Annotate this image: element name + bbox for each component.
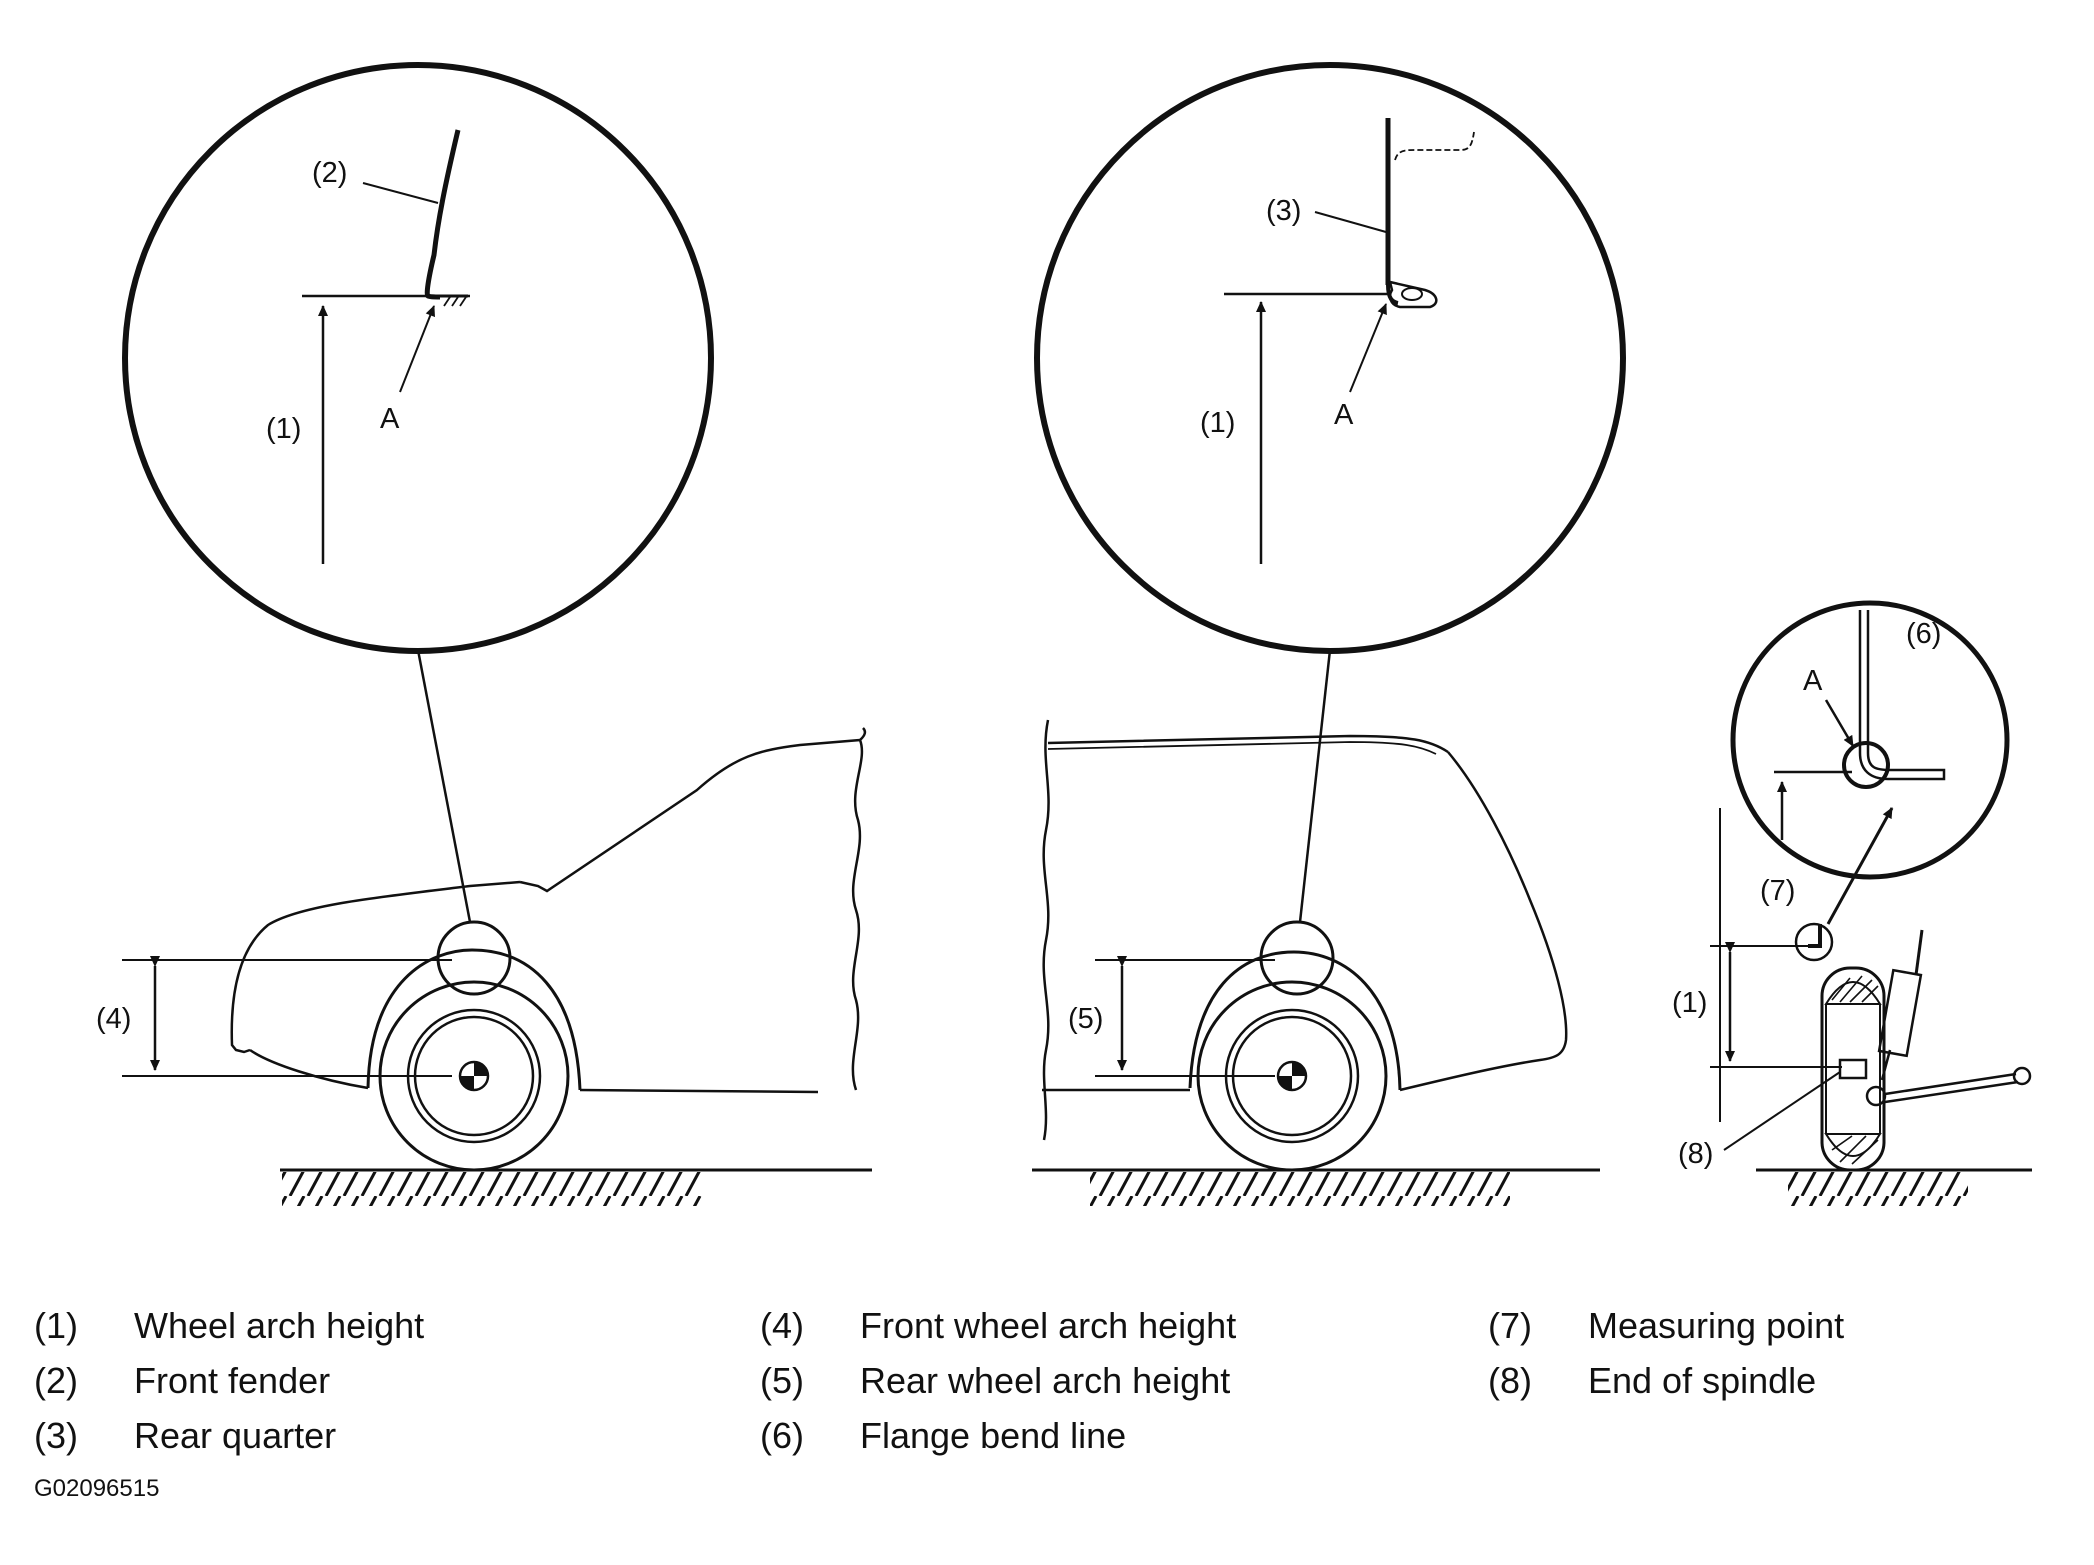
rear-body-outline bbox=[1399, 751, 1568, 1092]
rear-quarter-detail bbox=[1034, 62, 1626, 654]
callout-flange-num: (6) bbox=[1906, 618, 1941, 650]
callout-spindle-num: (8) bbox=[1678, 1138, 1713, 1170]
callout-rear-quarter-num: (3) bbox=[1266, 195, 1301, 227]
rear-detail-leader-3 bbox=[1314, 211, 1387, 233]
callout-wheel-arch-num-b: (1) bbox=[1200, 407, 1235, 439]
legend-item-text: Rear wheel arch height bbox=[860, 1360, 1231, 1401]
legend-column-3: (7) Measuring point (8) End of spindle bbox=[1488, 1298, 1844, 1408]
legend-item: (5) Rear wheel arch height bbox=[760, 1353, 1236, 1408]
legend-item-number: (2) bbox=[34, 1360, 78, 1401]
flange-detail bbox=[1730, 600, 2010, 880]
legend-item: (8) End of spindle bbox=[1488, 1353, 1844, 1408]
callout-front-arch-num: (4) bbox=[96, 1003, 131, 1035]
legend-item: (2) Front fender bbox=[34, 1353, 424, 1408]
rear-ground-hatch bbox=[1090, 1172, 1510, 1206]
legend-item: (6) Flange bend line bbox=[760, 1408, 1236, 1463]
callout-point-a-3: A bbox=[1803, 665, 1823, 697]
legend-item-number: (7) bbox=[1488, 1305, 1532, 1346]
rear-inspection-circle bbox=[1259, 920, 1335, 996]
front-fender-flange bbox=[424, 129, 461, 300]
legend-item-number: (3) bbox=[34, 1415, 78, 1456]
legend-item-number: (8) bbox=[1488, 1360, 1532, 1401]
front-view bbox=[122, 649, 872, 1206]
front-detail-circle bbox=[122, 62, 714, 654]
flange-point-a-arrow bbox=[1824, 699, 1855, 747]
rear-leader-line bbox=[1298, 649, 1332, 923]
legend-item-text: Wheel arch height bbox=[134, 1305, 425, 1346]
legend-item-text: Front wheel arch height bbox=[860, 1305, 1237, 1346]
legend-item-text: Rear quarter bbox=[134, 1415, 337, 1456]
figure-code: G02096515 bbox=[34, 1475, 160, 1502]
callout-point-a-2: A bbox=[1334, 399, 1354, 431]
front-body-outline bbox=[519, 727, 867, 893]
legend-column-1: (1) Wheel arch height (2) Front fender (3)… bbox=[34, 1298, 424, 1463]
callout-measuring-point-num: (7) bbox=[1760, 875, 1795, 907]
rear-wheel-arch bbox=[1188, 950, 1402, 1091]
legend-item: (1) Wheel arch height bbox=[34, 1298, 424, 1353]
legend-item-number: (1) bbox=[34, 1305, 78, 1346]
front-detail-leader-2 bbox=[362, 182, 439, 204]
front-wheel-arch bbox=[366, 948, 582, 1091]
control-arm bbox=[1884, 1072, 2019, 1104]
spindle-leader-8 bbox=[1723, 1071, 1841, 1151]
front-leader-line bbox=[416, 649, 472, 923]
legend-item: (7) Measuring point bbox=[1488, 1298, 1844, 1353]
legend-column-2: (4) Front wheel arch height (5) Rear wheel… bbox=[760, 1298, 1236, 1463]
rear-body-break bbox=[1042, 719, 1050, 1141]
rear-flange-clip bbox=[1388, 280, 1438, 309]
callout-point-a-1: A bbox=[380, 403, 400, 435]
front-body-break bbox=[851, 739, 864, 1091]
flange-detail-circle bbox=[1730, 600, 2010, 880]
rear-roof-line bbox=[1047, 734, 1449, 754]
legend-item-number: (4) bbox=[760, 1305, 804, 1346]
callout-wheel-arch-num-a: (1) bbox=[266, 413, 301, 445]
callout-rear-arch-num: (5) bbox=[1068, 1003, 1103, 1035]
spindle-leader-arrow bbox=[1826, 807, 1894, 925]
legend-item: (4) Front wheel arch height bbox=[760, 1298, 1236, 1353]
front-inspection-circle bbox=[436, 920, 512, 996]
flange-bend-circle bbox=[1842, 741, 1890, 789]
legend-item-text: Front fender bbox=[134, 1360, 331, 1401]
spindle-ground-hatch bbox=[1788, 1172, 1968, 1206]
measuring-point-circle bbox=[1794, 922, 1834, 962]
shock-absorber bbox=[1877, 968, 1923, 1058]
legend-item-number: (5) bbox=[760, 1360, 804, 1401]
rear-detail-circle bbox=[1034, 62, 1626, 654]
spindle-end-box bbox=[1838, 1058, 1868, 1080]
legend-item-text: End of spindle bbox=[1588, 1360, 1817, 1401]
legend-item-text: Measuring point bbox=[1588, 1305, 1845, 1346]
front-ground-hatch bbox=[282, 1172, 702, 1206]
callout-wheel-arch-num-c: (1) bbox=[1672, 987, 1707, 1019]
rear-point-a-arrow bbox=[1349, 303, 1387, 393]
legend-item-number: (6) bbox=[760, 1415, 804, 1456]
front-fender-detail bbox=[122, 62, 714, 654]
callout-front-fender-num: (2) bbox=[312, 157, 347, 189]
spindle-view bbox=[1710, 807, 2032, 1206]
legend-item-text: Flange bend line bbox=[860, 1415, 1127, 1456]
legend-item: (3) Rear quarter bbox=[34, 1408, 424, 1463]
rear-view bbox=[1032, 649, 1600, 1206]
front-point-a-arrow bbox=[399, 305, 435, 393]
